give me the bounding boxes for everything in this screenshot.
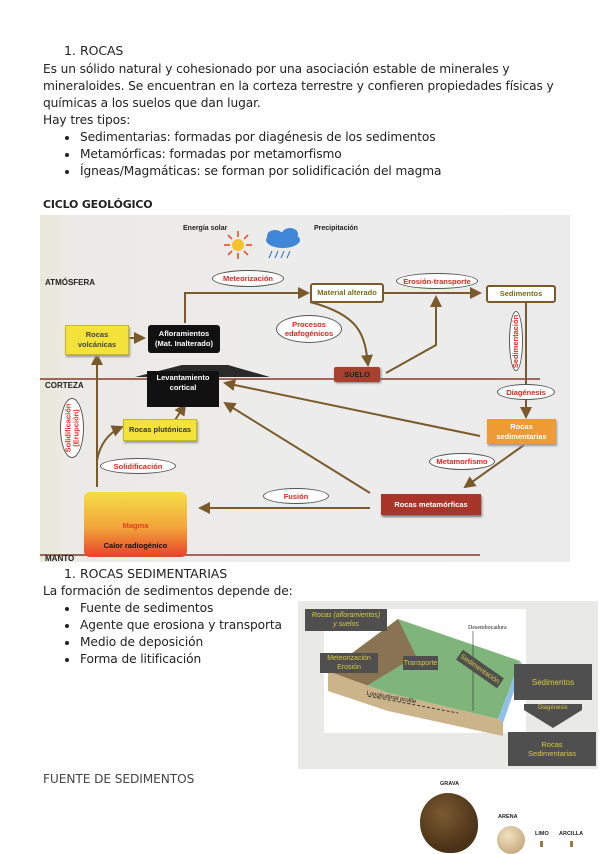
fig-line: Rocas [541, 740, 563, 749]
metamorphic-rocks-box: Rocas metamórficas [381, 494, 481, 515]
box-line: (Mat. Inalterado) [155, 339, 213, 348]
downstream-label: Desembocadura [468, 625, 507, 631]
fig-line: y suelos [333, 621, 359, 628]
process-line: edafogénicos [284, 329, 334, 338]
process-line: Solidificación (Erupción) [63, 404, 81, 453]
sediments-box: Sedimentos [486, 285, 556, 303]
fig-line: Rocas (afloramientos) [311, 612, 381, 619]
paragraph-line: mineraloides. Se encuentran en la cortez… [43, 79, 554, 93]
types-intro: Hay tres tipos: [43, 113, 131, 127]
process-line: Procesos [292, 320, 326, 329]
fig-line: Sedimentarias [528, 749, 576, 758]
sediment-intro: La formación de sedimentos depende de: [43, 584, 293, 598]
rain-cloud-icon [266, 228, 300, 259]
paragraph-line: químicas a los suelos que dan lugar. [43, 96, 261, 110]
fig-line: Meteorización [327, 655, 371, 662]
precipitation-label: Precipitación [314, 225, 358, 232]
section-heading-sedimentary: ROCAS SEDIMENTARIAS [80, 566, 228, 581]
factor-item: Fuente de sedimentos [80, 601, 214, 615]
grain-size-figure: GRAVA ARENA LIMO ARCILLA [420, 778, 600, 854]
sediment-formation-figure: Rocas (afloramientos) y suelos Meteoriza… [298, 601, 598, 769]
fig-line: Erosión [337, 664, 361, 671]
bullet-icon [65, 153, 69, 157]
bullet-icon [65, 641, 69, 645]
box-line: cortical [169, 383, 197, 392]
section-number: 1. [64, 566, 76, 581]
process-metamorphism: Metamorfismo [429, 453, 495, 470]
plutonic-rocks-box: Rocas plutónicas [123, 419, 197, 441]
soil-box: SUELO [334, 367, 380, 382]
zone-label-atmosphere: ATMÓSFERA [45, 278, 96, 287]
radiogenic-heat-label: Calor radiogénico [103, 541, 168, 550]
box-line: Rocas [85, 330, 109, 339]
grain-label-silt: LIMO [535, 831, 549, 837]
box-line: sedimentarias [496, 431, 547, 441]
clay-arrow-icon [570, 841, 573, 847]
zone-label-mantle: MANTO [45, 554, 75, 562]
sedimentary-rocks-box: Rocas sedimentarias [487, 419, 556, 444]
box-line: Afloramientos [158, 329, 210, 338]
cycle-title: CICLO GEOLÓGICO [43, 198, 153, 211]
box-line: Levantamiento [156, 373, 210, 382]
process-sedimentation: Sedimentación [509, 311, 523, 371]
solar-energy-label: Energía solar [183, 225, 228, 232]
bullet-icon [65, 170, 69, 174]
sedimentary-rocks-label: Rocas Sedimentarias [508, 732, 596, 766]
process-line: Sedimentación [511, 314, 521, 368]
section-heading-rocas: ROCAS [80, 43, 124, 58]
process-weathering: Meteorización [212, 270, 284, 287]
diagenesis-label: Diagénesis [538, 705, 568, 711]
grain-label-gravel: GRAVA [440, 781, 460, 787]
process-eruption: Solidificación (Erupción) [60, 398, 84, 458]
zone-label-crust: CORTEZA [45, 381, 84, 390]
cycle-arrows [40, 228, 540, 556]
sun-icon [224, 231, 252, 259]
section-number: 1. [64, 43, 76, 58]
silt-arrow-icon [540, 841, 543, 847]
bullet-icon [65, 607, 69, 611]
box-line: volcánicas [77, 340, 117, 349]
type-item: Ígneas/Magmáticas: se forman por solidif… [80, 164, 442, 178]
magma-label: Magma [122, 521, 149, 530]
grain-label-sand: ARENA [498, 814, 518, 820]
diagenesis-arrow-icon [524, 704, 582, 728]
sediments-label: Sedimentos [514, 664, 592, 700]
bullet-icon [65, 624, 69, 628]
grain-label-clay: ARCILLA [559, 831, 584, 837]
type-item: Sedimentarias: formadas por diagénesis d… [80, 130, 436, 144]
factor-item: Medio de deposición [80, 635, 204, 649]
process-solidification: Solidificación [100, 458, 176, 474]
paragraph-line: Es un sólido natural y cohesionado por u… [43, 62, 510, 76]
type-item: Metamórficas: formadas por metamorfismo [80, 147, 342, 161]
section-heading-sediment-source: FUENTE DE SEDIMENTOS [43, 772, 195, 786]
process-fusion: Fusión [263, 488, 329, 504]
magma-box: Magma Calor radiogénico [84, 492, 187, 557]
process-line: (Erupción) [71, 409, 81, 447]
process-edaphic: Procesos edafogénicos [276, 315, 342, 343]
factor-item: Agente que erosiona y transporta [80, 618, 282, 632]
weathering-erosion-arrow: Meteorización Erosión [320, 653, 378, 673]
process-erosion-transport: Erosión-transporte [396, 273, 478, 289]
gravel-grain-icon [420, 793, 478, 853]
uplift-box: Levantamiento cortical [147, 371, 219, 407]
box-line: Rocas [510, 421, 533, 431]
bullet-icon [65, 136, 69, 140]
bullet-icon [65, 658, 69, 662]
altered-material-box: Material alterado [310, 283, 384, 303]
outcrops-box: Afloramientos (Mat. Inalterado) [148, 325, 220, 353]
geological-cycle-diagram: ATMÓSFERA CORTEZA MANTO Energía solar Pr… [40, 215, 570, 562]
source-rocks-label: Rocas (afloramientos) y suelos [305, 609, 387, 631]
factor-item: Forma de litificación [80, 652, 202, 666]
volcanic-rocks-box: Rocas volcánicas [65, 325, 129, 355]
process-diagenesis: Diagénesis [497, 384, 555, 400]
sand-grain-icon [497, 826, 525, 854]
transport-arrow: Transporte [403, 656, 438, 670]
